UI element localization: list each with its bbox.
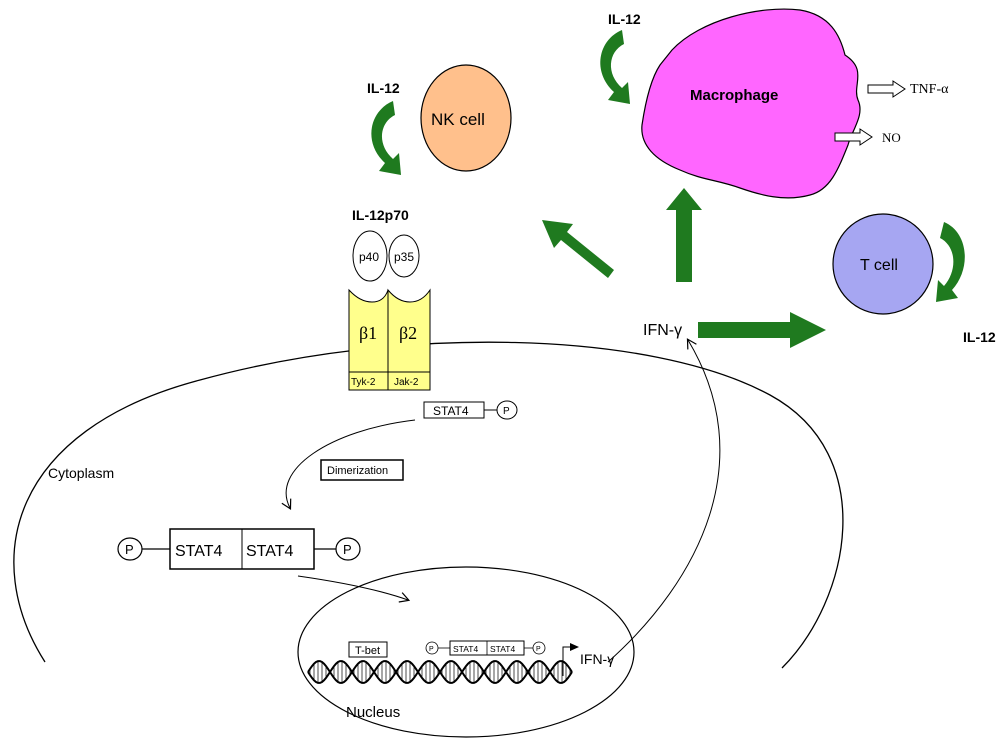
tbet-label: T-bet [355, 645, 380, 657]
stat4-dimer-right-label: STAT4 [246, 543, 294, 560]
dna-strand-2 [307, 660, 573, 684]
ifng-secretion-arrow [607, 338, 721, 663]
phospho-label-nuc-right: P [536, 646, 541, 653]
nucleus-label: Nucleus [346, 704, 400, 721]
beta2-label: β2 [399, 323, 417, 343]
nucleus-envelope [297, 566, 635, 738]
phospho-label-single: P [503, 406, 510, 417]
stat4-nuc-right-label: STAT4 [490, 644, 515, 654]
no-output-arrow [834, 128, 873, 146]
t-cell [832, 213, 934, 315]
no-label: NO [882, 130, 901, 145]
p35-label: p35 [394, 250, 414, 264]
tbet-box [348, 641, 388, 658]
il12p70-label: IL-12p70 [352, 207, 409, 223]
jak2-label: Jak-2 [394, 377, 419, 388]
ifng-arrow-to-nk [542, 220, 614, 278]
beta1-label: β1 [359, 323, 377, 343]
p35-subunit [388, 234, 420, 278]
dimerization-label: Dimerization [327, 465, 388, 477]
nk-cell-label: NK cell [431, 110, 485, 129]
ifng-arrow-to-macrophage [666, 188, 702, 282]
stat4-dimer-left-label: STAT4 [175, 543, 223, 560]
t-cell-label: T cell [860, 257, 898, 274]
beta2-receptor [387, 288, 431, 391]
macrophage-cell [641, 8, 861, 199]
transcription-start-arrow [562, 643, 579, 676]
phospho-circle-nuc-right [532, 641, 546, 655]
phospho-circle-right [335, 537, 361, 561]
il12-curved-arrow-nk [371, 101, 401, 175]
macrophage-label: Macrophage [690, 87, 778, 104]
phospho-circle-single [496, 400, 518, 420]
il12-curved-arrow-macrophage [600, 30, 630, 104]
nk-cell [420, 64, 512, 172]
phospho-label-nuc-left: P [429, 646, 434, 653]
phospho-label-left: P [125, 542, 134, 557]
dimerization-box [320, 459, 404, 481]
ifng-gene-label: IFN-γ [580, 651, 614, 667]
phospho-label-right: P [343, 542, 352, 557]
tnf-output-arrow [867, 80, 906, 98]
il12-label-macrophage: IL-12 [608, 11, 641, 27]
p40-subunit [352, 230, 388, 282]
il12-curved-arrow-tcell [936, 222, 965, 302]
cytoplasm-label: Cytoplasm [48, 465, 114, 481]
nuclear-import-arrow [297, 575, 411, 603]
tnf-alpha-label: TNF-α [910, 82, 949, 97]
il12-label-tcell: IL-12 [963, 329, 996, 345]
cell-membrane [13, 341, 844, 669]
tyk2-label: Tyk-2 [351, 377, 376, 388]
ifng-top-label: IFN-γ [643, 322, 682, 339]
ifng-arrow-to-tcell [698, 312, 826, 348]
p40-label: p40 [359, 250, 379, 264]
stat4-nuc-left-label: STAT4 [453, 644, 478, 654]
il12-label-nk: IL-12 [367, 80, 400, 96]
dna-helix [307, 660, 573, 684]
dimerization-arrow [281, 419, 416, 510]
stat4-monomer-label: STAT4 [433, 404, 469, 418]
